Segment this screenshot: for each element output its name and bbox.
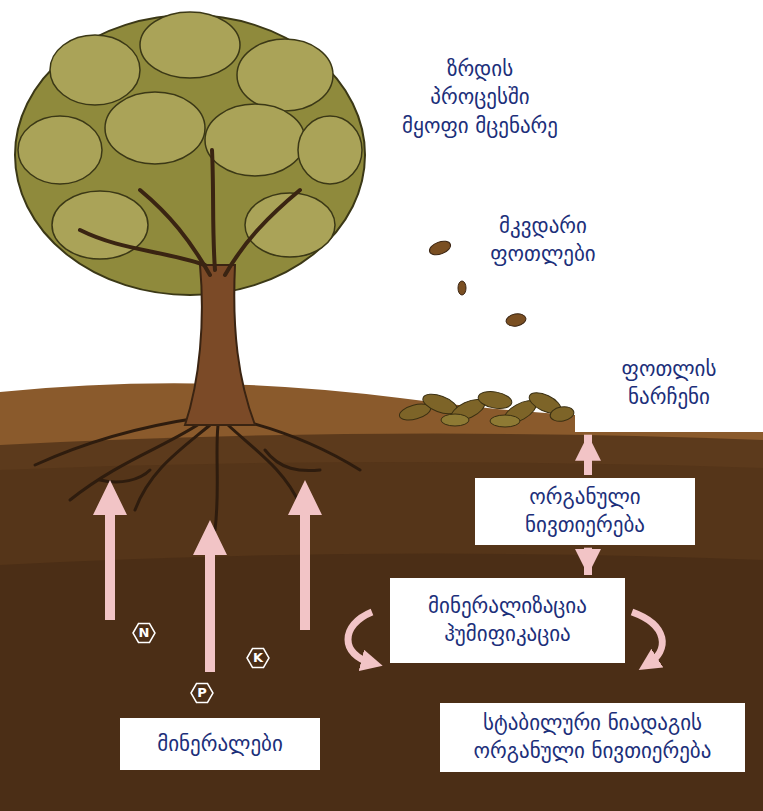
branch [212,150,215,270]
flow-arrow [584,435,592,475]
process-box: სტაბილური ნიადაგის ორგანული ნივთიერება [440,703,745,772]
root [100,470,150,482]
leaf-cluster [245,193,335,257]
leaf [458,281,466,295]
branch [225,190,300,275]
root [240,420,360,470]
node-text: ორგანული ნივთიერება [485,483,685,540]
plant-label: ზრდის პროცესში მყოფი მცენარე [400,55,560,140]
soil-layer [0,434,763,811]
leaf-cluster [50,35,140,105]
branch [80,230,205,265]
process-box: ორგანული ნივთიერება [475,478,695,545]
node-text: მინერალიზაცია ჰუმიფიკაცია [400,592,615,649]
leaf-cluster [18,116,102,184]
tree-trunk [185,265,255,425]
node-text: მინერალები [130,730,310,758]
leaf-cluster [298,116,362,184]
cycle-arrow [348,612,372,663]
root [215,425,218,530]
topsoil-layer [0,383,763,811]
branches [80,150,300,275]
leaf [428,239,453,258]
leaf-cluster [105,92,205,164]
leaf-cluster [140,12,240,78]
root [135,425,210,510]
leaf-litter-box: ფოთლის ნარჩენი [575,335,763,432]
uptake-arrows [93,480,322,672]
up-arrow [93,480,127,620]
process-box: მინერალები [120,718,320,770]
root [35,418,198,465]
root [70,420,205,500]
node-text: სტაბილური ნიადაგის ორგანული ნივთიერება [452,709,733,766]
node-text: ფოთლის ნარჩენი [585,355,753,412]
cycle-arrow [632,612,662,664]
leaf [441,414,469,426]
leaf [490,415,520,427]
flow-arrow [584,548,592,575]
leaves-label: მკვდარი ფოთლები [478,212,608,269]
leaf-cluster [237,39,333,111]
leaf-cluster [205,104,305,176]
root [228,425,300,505]
leaf [477,389,513,411]
root [265,450,320,471]
process-box: მინერალიზაცია ჰუმიფიკაცია [390,578,625,663]
nutrient-symbol: P [190,681,214,705]
up-arrow [193,520,227,672]
nutrient-symbol: K [246,646,270,670]
up-arrow [288,480,322,630]
canopy-clusters [18,12,362,259]
leaf [505,312,527,327]
nutrient-symbol: N [132,621,156,645]
leaf [549,405,575,423]
leaf-pile [398,389,575,428]
soil-layer [0,462,763,811]
